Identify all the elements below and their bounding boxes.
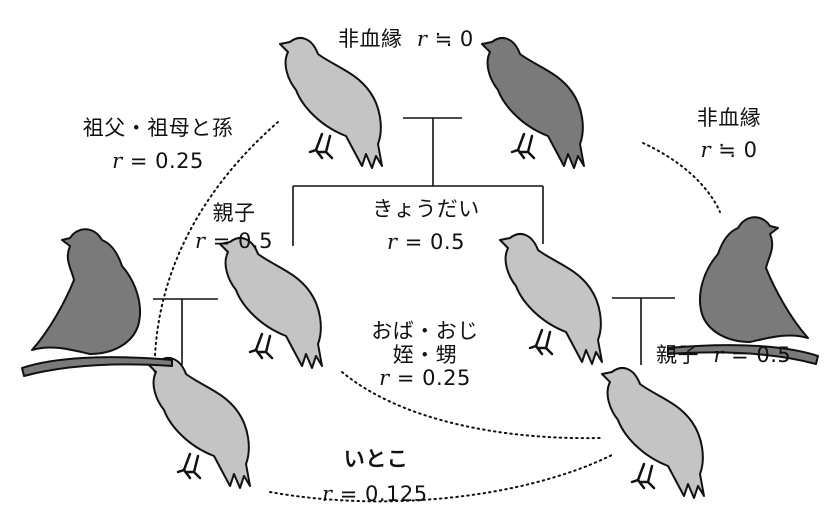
bird-parent-right bbox=[498, 232, 604, 366]
relationship-curves bbox=[153, 121, 721, 503]
bird-grandparent-1 bbox=[278, 36, 384, 170]
label-aunt-uncle: おば・おじ 姪・甥 r = 0.25 bbox=[371, 319, 479, 391]
label-cousins-r: r = 0.125 bbox=[322, 482, 428, 506]
label-siblings: きょうだい r = 0.5 bbox=[372, 197, 480, 254]
label-parent-right: 親子 r = 0.5 bbox=[656, 343, 792, 367]
bird-grandparent-2 bbox=[480, 36, 586, 170]
bird-spouse-left bbox=[21, 228, 173, 377]
bird-spouse-right bbox=[667, 216, 819, 365]
label-top-nonblood: 非血縁 r ≒ 0 bbox=[338, 27, 474, 51]
bird-child-left bbox=[146, 356, 252, 490]
label-right-nonblood: 非血縁 r ≒ 0 bbox=[696, 106, 762, 162]
label-grandparent: 祖父・祖母と孫 r = 0.25 bbox=[82, 116, 234, 173]
label-parent-left: 親子 r = 0.5 bbox=[195, 201, 273, 253]
bird-parent-left bbox=[218, 236, 324, 370]
label-cousins: いとこ bbox=[343, 447, 409, 471]
bird-child-right bbox=[600, 366, 706, 500]
